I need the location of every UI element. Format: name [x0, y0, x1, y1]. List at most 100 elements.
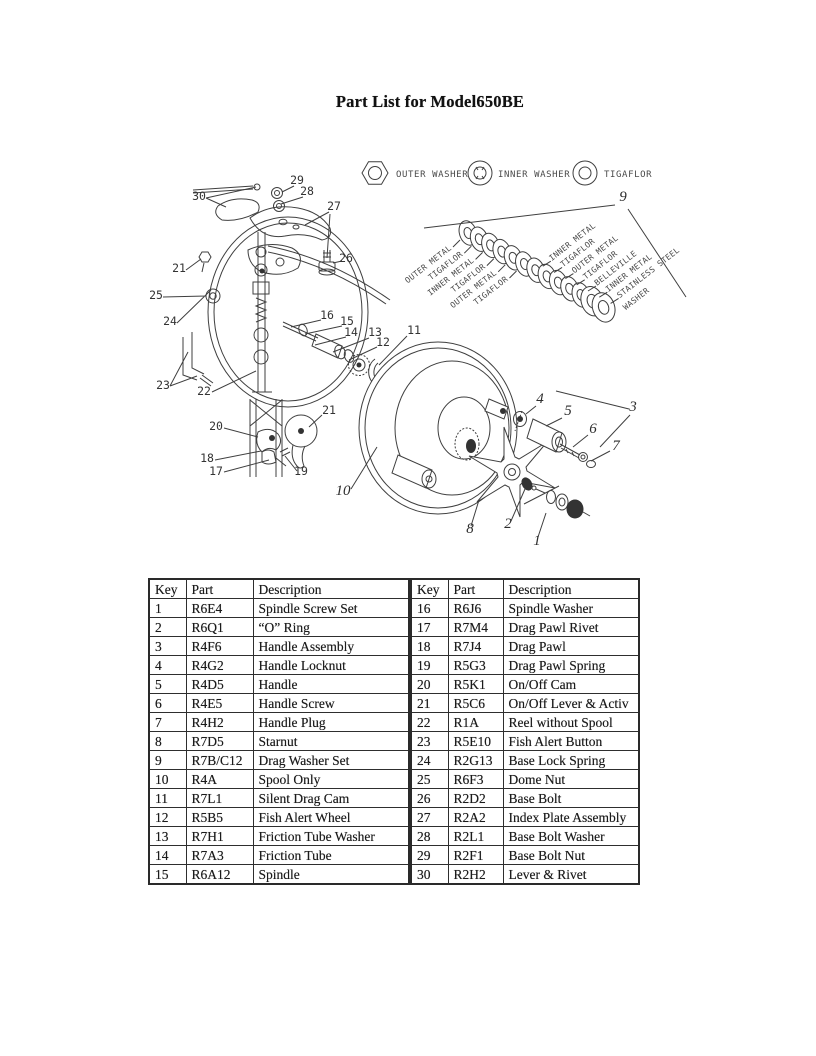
cell-key: 13	[148, 826, 187, 846]
legend-label: TIGAFLOR	[604, 170, 652, 180]
cell-desc: Drag Pawl Spring	[502, 655, 640, 675]
cell-key: 15	[148, 864, 187, 885]
cell-part: R2L1	[447, 826, 504, 846]
back-plate-assembly	[182, 183, 391, 408]
callout-label: 8	[466, 521, 474, 537]
cell-part: R2G13	[447, 750, 504, 770]
cell-desc: Friction Tube Washer	[252, 826, 410, 846]
cell-desc: Lever & Rivet	[502, 864, 640, 885]
cell-part: R4A	[185, 769, 254, 789]
hex-washer-icon	[361, 161, 389, 185]
callout-label: 2	[504, 516, 512, 532]
cell-key: 1	[148, 598, 187, 618]
cell-desc: Handle Locknut	[252, 655, 410, 675]
spool	[358, 341, 518, 515]
cell-part: R5C6	[447, 693, 504, 713]
column-header: Part	[185, 578, 254, 599]
cell-part: R7D5	[185, 731, 254, 751]
keyed-washer-icon	[467, 160, 493, 186]
spindle-screw-set	[531, 485, 591, 519]
cell-key: 6	[148, 693, 187, 713]
cell-desc: Index Plate Assembly	[502, 807, 640, 827]
cell-desc: Silent Drag Cam	[252, 788, 410, 808]
callout-label: 19	[294, 464, 308, 478]
cell-key: 11	[148, 788, 187, 808]
spindle-cluster	[282, 321, 393, 388]
cell-desc: Spindle Screw Set	[252, 598, 410, 618]
callout-label: 28	[300, 184, 314, 198]
cell-key: 8	[148, 731, 187, 751]
cell-key: 4	[148, 655, 187, 675]
callout-label: 18	[200, 451, 214, 465]
cell-key: 16	[410, 598, 449, 618]
cell-desc: Dome Nut	[502, 769, 640, 789]
column-header: Key	[410, 578, 449, 599]
callout-label: 5	[564, 403, 572, 419]
cell-key: 17	[410, 617, 449, 637]
callout-label: 20	[209, 419, 223, 433]
cell-key: 18	[410, 636, 449, 656]
cell-key: 27	[410, 807, 449, 827]
cell-key: 19	[410, 655, 449, 675]
cell-key: 10	[148, 769, 187, 789]
callout-label: 16	[320, 308, 334, 322]
cell-key: 9	[148, 750, 187, 770]
callout-label: 14	[344, 325, 358, 339]
cell-key: 12	[148, 807, 187, 827]
callout-label: 23	[156, 378, 170, 392]
stack-label-leaders	[452, 239, 619, 304]
column-header: Description	[502, 578, 640, 599]
callout-label: 27	[327, 199, 341, 213]
cell-key: 20	[410, 674, 449, 694]
cell-part: R2D2	[447, 788, 504, 808]
cell-part: R4D5	[185, 674, 254, 694]
cell-desc: Fish Alert Button	[502, 731, 640, 751]
callout-label: 12	[376, 335, 390, 349]
cell-key: 26	[410, 788, 449, 808]
cell-part: R5K1	[447, 674, 504, 694]
cell-key: 30	[410, 864, 449, 885]
cell-part: R5E10	[447, 731, 504, 751]
callout-label: 26	[339, 251, 353, 265]
cell-part: R6A12	[185, 864, 254, 885]
handle-assembly	[513, 410, 596, 468]
cell-part: R2F1	[447, 845, 504, 865]
callout-label: 17	[209, 464, 223, 478]
cell-desc: Starnut	[252, 731, 410, 751]
cell-desc: Drag Washer Set	[252, 750, 410, 770]
cell-desc: Handle Screw	[252, 693, 410, 713]
callout-label: 13	[368, 325, 382, 339]
leader-lines	[162, 185, 687, 538]
cell-part: R4F6	[185, 636, 254, 656]
cell-key: 22	[410, 712, 449, 732]
callout-label: 21	[322, 403, 336, 417]
